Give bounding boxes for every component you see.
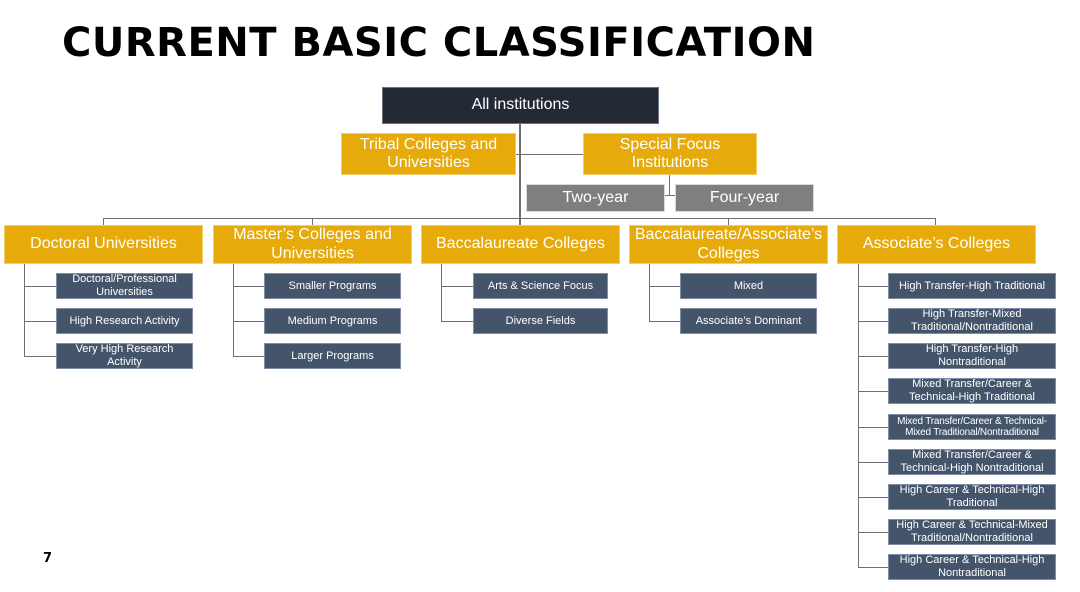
connector-baccalaureate-spine (441, 264, 442, 321)
connector-doctoral-tick (24, 286, 56, 287)
connector-drop-masters (312, 218, 313, 225)
connector-bacc-associates-tick (649, 286, 680, 287)
leaf-mixed-transfer-mixed: Mixed Transfer/Career & Technical-Mixed … (888, 414, 1056, 440)
leaf-high-research: High Research Activity (56, 308, 193, 334)
node-bacc-associates-colleges: Baccalaureate/Associate’s Colleges (629, 225, 828, 264)
node-associates-colleges: Associate’s Colleges (837, 225, 1036, 264)
connector-associates-tick (858, 462, 888, 463)
leaf-doctoral-professional: Doctoral/Professional Universities (56, 273, 193, 299)
connector-doctoral-spine (24, 264, 25, 356)
connector-special-focus-down (669, 175, 670, 195)
connector-drop-doctoral (103, 218, 104, 225)
connector-associates-tick (858, 532, 888, 533)
page-number: 7 (43, 551, 53, 566)
leaf-smaller-programs: Smaller Programs (264, 273, 401, 299)
leaf-associates-dominant: Associate’s Dominant (680, 308, 817, 334)
connector-masters-spine (233, 264, 234, 356)
leaf-very-high-research: Very High Research Activity (56, 343, 193, 369)
leaf-high-career-mixed: High Career & Technical-Mixed Traditiona… (888, 519, 1056, 545)
connector-associates-tick (858, 497, 888, 498)
connector-masters-tick (233, 286, 264, 287)
node-all-institutions: All institutions (382, 87, 659, 124)
leaf-high-career-high-traditional: High Career & Technical-High Traditional (888, 484, 1056, 510)
node-four-year: Four-year (675, 184, 814, 212)
leaf-mixed-transfer-high-traditional: Mixed Transfer/Career & Technical-High T… (888, 378, 1056, 404)
leaf-diverse-fields: Diverse Fields (473, 308, 608, 334)
connector-masters-tick (233, 356, 264, 357)
node-tribal-colleges: Tribal Colleges and Universities (341, 133, 516, 175)
page-title: CURRENT BASIC CLASSIFICATION (62, 20, 816, 66)
connector-root-trunk (519, 124, 521, 220)
leaf-high-transfer-high-traditional: High Transfer-High Traditional (888, 273, 1056, 299)
connector-associates-tick (858, 356, 888, 357)
leaf-larger-programs: Larger Programs (264, 343, 401, 369)
connector-associates-tick (858, 427, 888, 428)
connector-doctoral-tick (24, 356, 56, 357)
leaf-medium-programs: Medium Programs (264, 308, 401, 334)
connector-drop-baccalaureate (519, 218, 521, 225)
connector-tribal (516, 154, 520, 155)
connector-associates-tick (858, 321, 888, 322)
node-masters-colleges: Master’s Colleges and Universities (213, 225, 412, 264)
node-doctoral-universities: Doctoral Universities (4, 225, 203, 264)
leaf-high-transfer-mixed: High Transfer-Mixed Traditional/Nontradi… (888, 308, 1056, 334)
connector-associates-tick (858, 286, 888, 287)
connector-drop-associates (935, 218, 936, 225)
leaf-high-transfer-high-nontraditional: High Transfer-High Nontraditional (888, 343, 1056, 369)
leaf-arts-science-focus: Arts & Science Focus (473, 273, 608, 299)
connector-associates-tick (858, 391, 888, 392)
connector-masters-tick (233, 321, 264, 322)
leaf-high-career-high-nontraditional: High Career & Technical-High Nontraditio… (888, 554, 1056, 580)
node-two-year: Two-year (526, 184, 665, 212)
connector-baccalaureate-tick (441, 286, 473, 287)
leaf-mixed-transfer-high-nontraditional: Mixed Transfer/Career & Technical-High N… (888, 449, 1056, 475)
node-special-focus: Special Focus Institutions (583, 133, 757, 175)
node-baccalaureate-colleges: Baccalaureate Colleges (421, 225, 620, 264)
connector-bacc-associates-tick (649, 321, 680, 322)
connector-associates-tick (858, 567, 888, 568)
connector-special-focus (521, 154, 583, 155)
connector-bacc-associates-spine (649, 264, 650, 321)
leaf-mixed: Mixed (680, 273, 817, 299)
connector-associates-spine (858, 264, 859, 568)
connector-baccalaureate-tick (441, 321, 473, 322)
connector-drop-bacc-associates (728, 218, 729, 225)
connector-doctoral-tick (24, 321, 56, 322)
connector-special-focus-split (665, 195, 675, 196)
